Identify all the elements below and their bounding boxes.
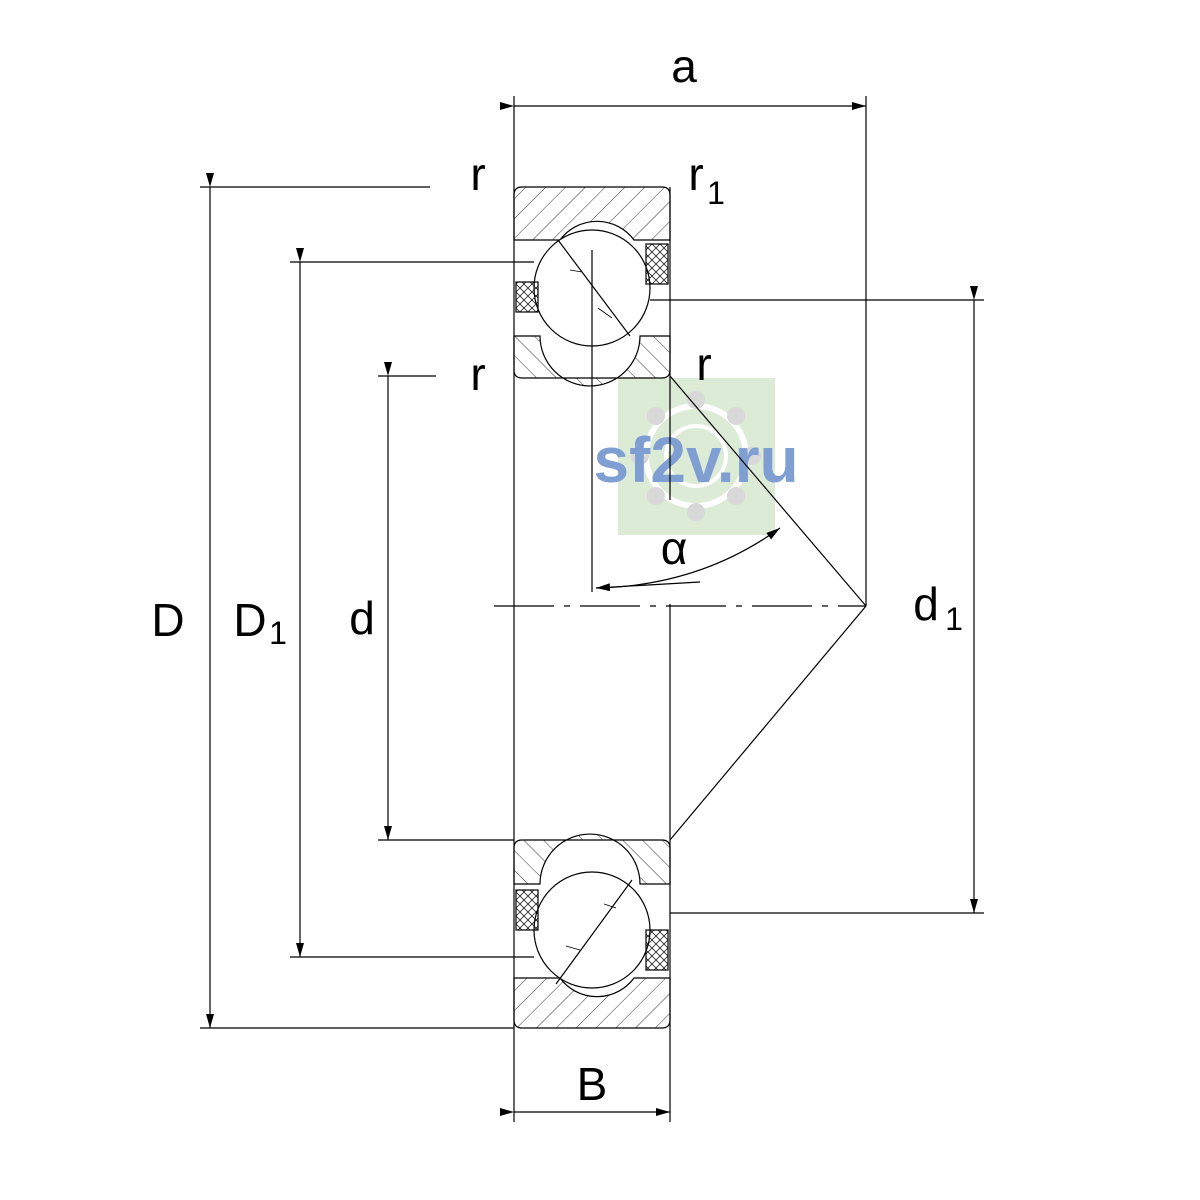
label-r-top-left: r [470,148,485,200]
label-B: B [577,1058,608,1110]
watermark: sf2v.ru [593,378,799,535]
label-d1-subscript: 1 [945,601,963,637]
labels: a r r 1 r r D D 1 d d 1 α B [151,40,963,1110]
label-D1-subscript: 1 [269,615,287,651]
label-r-mid-right: r [696,338,711,390]
bottom-contact-line [555,879,633,985]
pressure-line-top [669,375,867,607]
label-a: a [671,40,697,92]
bottom-ball [533,871,651,989]
watermark-text: sf2v.ru [593,424,798,496]
label-D1: D [233,594,266,646]
bottom-section [513,833,671,1029]
label-d: d [349,592,375,644]
pressure-line-bottom [669,605,867,841]
bottom-cage-left [515,889,539,931]
label-r1-subscript: 1 [707,175,725,211]
label-d1: d [913,578,939,630]
watermark-bearing-inner [664,424,728,488]
top-cage-right [645,243,669,285]
top-contact-line [557,239,631,337]
top-inner-ring [513,335,671,387]
label-D: D [151,594,184,646]
angle-arc [595,527,781,589]
bottom-cage-right [645,929,669,971]
label-alpha: α [661,522,688,574]
drawing-lines [200,96,984,1122]
label-r-mid-left: r [470,348,485,400]
top-cage-left [515,281,539,313]
watermark-balls [631,391,761,521]
label-r1: r [688,148,703,200]
